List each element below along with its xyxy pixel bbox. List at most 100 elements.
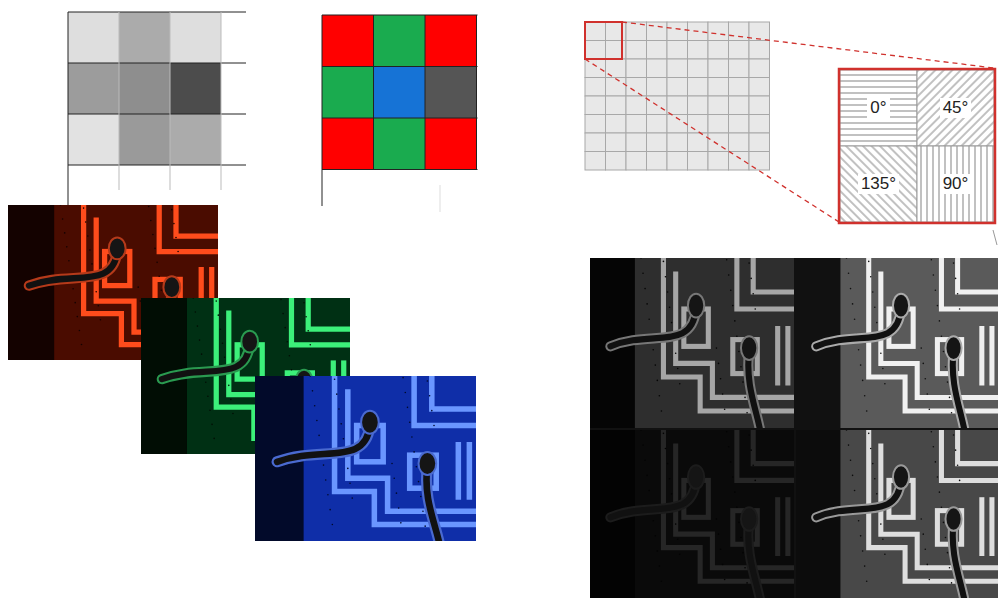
polarizer-pixel (708, 59, 729, 78)
bond-ball (419, 452, 437, 475)
bond-wire-core (953, 522, 966, 598)
polarizer-pixel (729, 96, 750, 115)
speckle (424, 525, 426, 527)
speckle (640, 258, 642, 259)
polarizer-pixel (729, 22, 750, 41)
angle-label: 0° (867, 98, 889, 118)
speckle (413, 451, 415, 453)
speckle (671, 322, 673, 324)
circuit-trace (737, 258, 794, 309)
speckle (433, 425, 435, 427)
speckle (866, 580, 868, 582)
speckle (338, 408, 340, 410)
photo-ground (590, 258, 794, 428)
speckle (722, 393, 724, 395)
polarizer-pixel (606, 152, 627, 171)
speckle (880, 352, 882, 354)
speckle (659, 565, 661, 567)
speckle (732, 476, 734, 478)
speckle (644, 288, 646, 290)
speckle (663, 433, 665, 435)
speckle (884, 383, 886, 385)
polarizer-pixel (626, 133, 647, 152)
speckle (740, 366, 742, 368)
speckle (933, 446, 935, 448)
speckle (667, 463, 669, 465)
pixel-cell (68, 114, 119, 165)
speckle (652, 520, 654, 522)
bond-ball (109, 238, 126, 260)
circuit-trace (958, 430, 998, 464)
circuit-trace (432, 376, 476, 409)
speckle (314, 405, 316, 407)
speckle (199, 339, 201, 341)
speckle (661, 410, 663, 412)
speckle (62, 218, 64, 220)
polarizer-pixel (729, 59, 750, 78)
speckle (943, 351, 945, 353)
polarizer-pixel (667, 22, 688, 41)
polarizer-pixel (606, 133, 627, 152)
bond-wire (748, 522, 761, 598)
speckle (642, 444, 644, 446)
speckle (175, 237, 177, 239)
speckle (177, 251, 179, 253)
speckle (222, 342, 224, 344)
speckle (669, 478, 671, 480)
bond-ball (741, 336, 757, 360)
circuit-trace (989, 326, 994, 386)
circuit-trace (989, 497, 994, 556)
speckle (922, 363, 924, 365)
polarizer-pixel (585, 96, 606, 115)
speckle (332, 524, 334, 526)
speckle (409, 421, 411, 423)
speckle (726, 431, 728, 433)
speckle (866, 410, 868, 412)
speckle (431, 410, 433, 412)
circuit-trace (414, 376, 476, 426)
photo-ground (590, 430, 794, 598)
speckle (864, 565, 866, 567)
speckle (156, 262, 158, 264)
grid-line (68, 63, 246, 64)
speckle (718, 533, 720, 535)
speckle (661, 580, 663, 582)
speckle (429, 395, 431, 397)
polarizer-pixel (688, 78, 709, 97)
speckle (640, 430, 642, 431)
speckle (957, 293, 959, 295)
speckle (148, 206, 150, 208)
speckle (927, 564, 929, 566)
speckle (724, 579, 726, 581)
grid-line (68, 114, 246, 115)
speckle (659, 395, 661, 397)
speckle (232, 413, 234, 415)
polarizer-pixel (626, 115, 647, 134)
speckle (197, 325, 199, 327)
speckle (402, 377, 404, 379)
speckle (752, 293, 754, 295)
grid-line (425, 15, 426, 170)
polarizer-pixel (626, 59, 647, 78)
speckle (303, 302, 305, 304)
bond-wire-core (29, 252, 117, 286)
speckle (396, 492, 398, 494)
speckle (323, 464, 325, 466)
speckle (854, 318, 856, 320)
speckle (870, 276, 872, 278)
speckle (716, 347, 718, 349)
hatch-cell (840, 70, 917, 146)
grid-line (322, 66, 478, 67)
grid-line (322, 118, 478, 119)
speckle (945, 537, 947, 539)
speckle (949, 567, 951, 569)
bond-ball (741, 507, 757, 531)
speckle (730, 461, 732, 463)
pixel-cell (119, 63, 170, 114)
speckle (195, 311, 197, 313)
angle-cell: 135° (840, 146, 917, 222)
bond-ball (945, 336, 961, 360)
speckle (209, 410, 211, 412)
polarizer-pixel (585, 22, 606, 41)
